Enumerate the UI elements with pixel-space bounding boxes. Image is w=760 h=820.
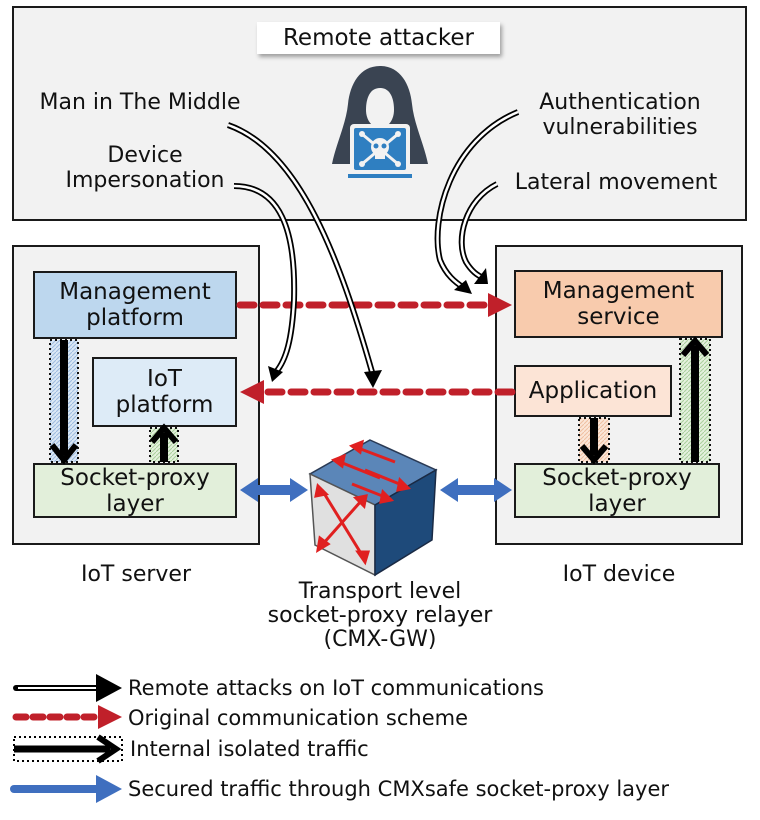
attack-label-auth: Authentication vulnerabilities: [539, 90, 701, 140]
attack-arrow-auth: [434, 109, 520, 294]
internal-arrow-device-up: [679, 336, 711, 463]
blue-arrow-relayer-device: [440, 478, 512, 502]
internal-arrow-server-up: [149, 423, 179, 463]
attacker-title: Remote attacker: [257, 22, 500, 54]
legend-label-original: Original communication scheme: [128, 706, 469, 730]
iot-device-label: IoT device: [562, 562, 676, 587]
relayer-label: Transport level socket-proxy relayer (CM…: [267, 579, 493, 652]
application-box: Application: [514, 365, 672, 417]
internal-arrow-device-down: [578, 417, 610, 465]
management-service-box: Management service: [514, 270, 723, 338]
server-socket-proxy-box: Socket-proxy layer: [33, 463, 237, 518]
attack-label-mitm: Man in The Middle: [39, 90, 241, 115]
legend-icon-internal: [13, 734, 123, 764]
red-dashed-arrow-mgmt: [236, 293, 512, 317]
attack-arrow-impersonation: [233, 183, 298, 382]
iot-server-label: IoT server: [80, 562, 192, 587]
attack-label-lateral: Lateral movement: [514, 170, 718, 195]
internal-arrow-server-down: [49, 339, 79, 465]
hooded-hacker-icon: [332, 66, 428, 178]
iot-platform-box: IoT platform: [92, 357, 237, 427]
legend-icon-secured: [10, 775, 122, 803]
device-socket-proxy-box: Socket-proxy layer: [514, 463, 720, 518]
router-cube-icon: [308, 439, 438, 577]
legend-label-attack: Remote attacks on IoT communications: [128, 676, 544, 700]
legend-icon-attack: [13, 674, 122, 702]
legend-label-secured: Secured traffic through CMXsafe socket-p…: [128, 777, 670, 801]
red-dashed-arrow-app: [240, 380, 516, 404]
legend-label-internal: Internal isolated traffic: [130, 737, 369, 761]
legend-icon-original: [12, 705, 122, 729]
management-platform-box: Management platform: [33, 271, 237, 339]
attack-arrow-lateral: [458, 181, 499, 284]
attack-label-impersonation: Device Impersonation: [65, 143, 225, 193]
blue-arrow-server-relayer: [240, 478, 308, 502]
attack-arrow-mitm: [227, 122, 382, 388]
